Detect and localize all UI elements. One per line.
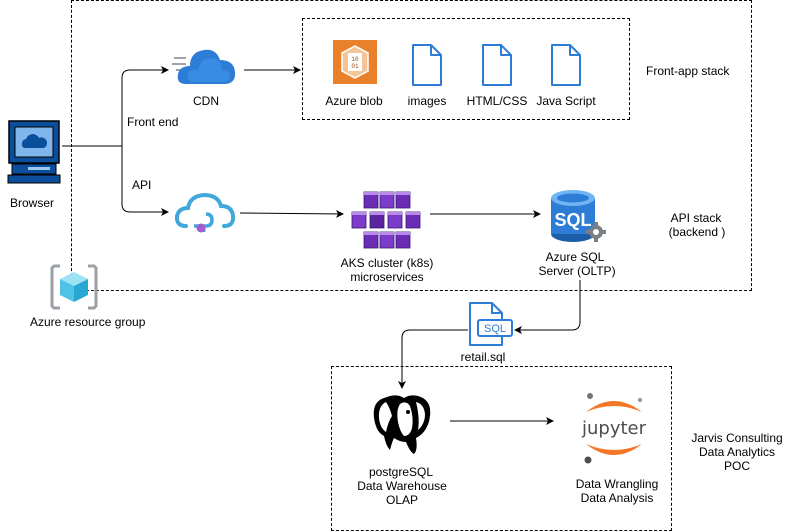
html-css-document-icon (482, 44, 512, 86)
sql-label-line2: Server (OLTP) (538, 264, 616, 278)
postgresql-elephant-icon (373, 395, 431, 454)
postgres-label-line2: Data Warehouse (357, 479, 447, 493)
browser-to-api-arrow (121, 146, 169, 216)
computer-monitor-icon (7, 120, 61, 184)
blob-storage-icon: 10 01 (333, 40, 377, 84)
postgres-label-line1: postgreSQL (368, 465, 434, 479)
images-label: images (407, 94, 447, 108)
sql-database-icon: SQL (551, 190, 606, 242)
html-css-label: HTML/CSS (466, 94, 528, 108)
sql-label-line1: Azure SQL (545, 250, 605, 264)
cdn-label: CDN (193, 94, 219, 108)
poc-label-line3: POC (723, 459, 751, 473)
poc-label-line1: Jarvis Consulting (691, 431, 783, 445)
retail-to-postgres-arrow (398, 329, 468, 389)
sql-to-retail-arrow (514, 280, 581, 334)
java-script-label: Java Script (536, 94, 596, 108)
front-app-stack-label: Front-app stack (646, 64, 730, 78)
front-end-label: Front end (127, 115, 179, 129)
kubernetes-cubes-icon (351, 191, 421, 249)
images-document-icon (412, 44, 442, 86)
azure-blob-label: Azure blob (325, 94, 383, 108)
svg-text:SQL: SQL (484, 323, 506, 335)
jupyter-icon: jupyter (581, 393, 647, 464)
api-stack-label-line1: API stack (670, 211, 722, 225)
browser-label: Browser (9, 196, 55, 210)
api-stack-label-line2: (backend ) (668, 225, 726, 239)
svg-text:10: 10 (351, 56, 359, 63)
java-script-document-icon (551, 44, 581, 86)
jupyter-label-line1: Data Wrangling (575, 477, 659, 491)
jupyter-label-line2: Data Analysis (580, 491, 654, 505)
aks-label-line1: AKS cluster (k8s) (340, 256, 434, 270)
front-app-stack-box (302, 18, 630, 120)
api-management-icon (174, 192, 236, 233)
api-to-aks-arrow (239, 209, 344, 218)
browser-to-cdn-arrow (62, 66, 169, 147)
postgres-label-line3: OLAP (385, 493, 419, 507)
sql-file-icon: SQL (469, 302, 513, 346)
cloud-icon (172, 49, 236, 84)
aks-label-line2: microservices (350, 270, 424, 284)
svg-text:01: 01 (351, 63, 359, 70)
resource-group-cube-icon (50, 264, 98, 310)
svg-text:SQL: SQL (554, 210, 591, 230)
resource-group-label: Azure resource group (30, 315, 146, 329)
retail-sql-label: retail.sql (460, 350, 506, 364)
api-label: API (132, 178, 152, 192)
poc-label-line2: Data Analytics (698, 445, 776, 459)
svg-text:jupyter: jupyter (581, 418, 647, 439)
